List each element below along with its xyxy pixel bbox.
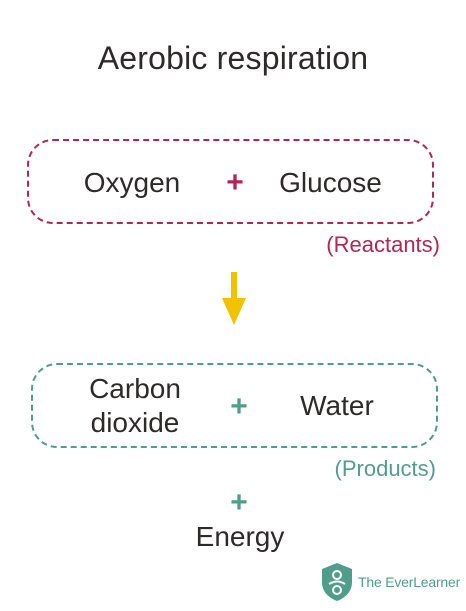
down-arrow-icon	[222, 272, 246, 325]
logo-text: The EverLearner	[358, 574, 461, 590]
shield-person-icon	[322, 563, 352, 601]
products-plus-sign: +	[230, 390, 248, 423]
energy-plus-sign: +	[230, 486, 248, 519]
reactants-plus-sign: +	[226, 166, 244, 199]
reactants-box	[27, 139, 434, 224]
products-label: (Products)	[334, 456, 436, 481]
product-carbon-dioxide-line1: Carbon	[89, 373, 181, 404]
reactant-glucose: Glucose	[279, 167, 382, 198]
reactant-oxygen: Oxygen	[83, 167, 181, 198]
energy-text: Energy	[195, 521, 285, 552]
products-box	[31, 363, 438, 448]
diagram-title: Aerobic respiration	[97, 40, 369, 76]
product-carbon-dioxide: Carbon dioxide	[72, 372, 198, 440]
everlearner-logo: The EverLearner	[320, 562, 460, 602]
product-carbon-dioxide-line2: dioxide	[90, 407, 180, 438]
product-water: Water	[300, 390, 374, 421]
reactants-label: (Reactants)	[326, 232, 440, 257]
